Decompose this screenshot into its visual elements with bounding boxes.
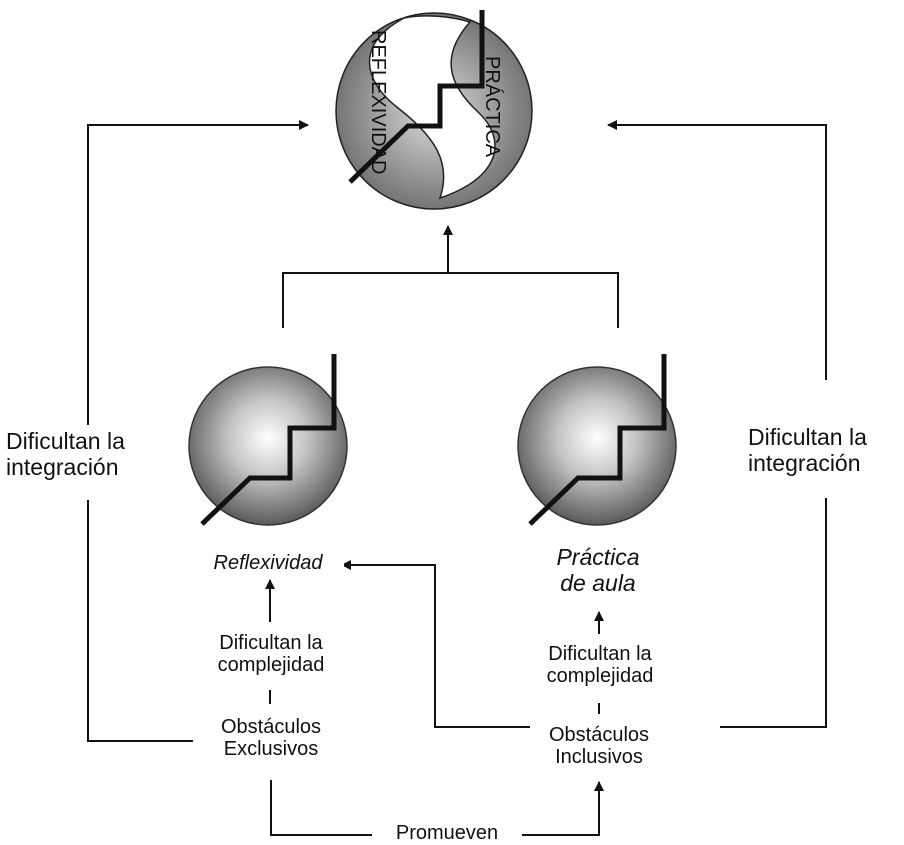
exclusivos-line-2: Exclusivos [223,738,319,761]
practica-sphere [517,354,677,526]
obstaculos-inclusivos: Obstáculos Inclusivos [530,724,668,769]
left-dificultan-complejidad: Dificultan la complejidad [201,632,341,677]
spheres-join-line [282,272,619,328]
inclusivos-to-reflexividad-line [341,560,534,728]
right-outer-line-lower [720,498,827,728]
practica-label: Práctica de aula [528,544,668,597]
right-dificultan-integracion: Dificultan la integración [748,424,904,477]
left-outer-line-lower [87,500,193,742]
reflexividad-label: Reflexividad [192,552,344,575]
promueven-line-left [270,780,372,836]
right-outer-line-upper [607,120,827,380]
reflexividad-sphere [188,354,348,526]
right-integracion-line-2: integración [748,449,861,476]
connectors [87,120,827,836]
obstaculos-exclusivos: Obstáculos Exclusivos [198,716,344,761]
promueven-label: Promueven [374,822,520,845]
promueven-line-right [522,781,604,836]
right-integracion-line-1: Dificultan la [748,424,867,450]
inclusivos-line-1: Obstáculos [548,724,650,746]
practica-line-1: Práctica [556,544,640,570]
top-symbol: REFLEXIVIDAD PRÁCTICA [335,10,533,210]
left-complejidad-line-1: Dificultan la [219,632,323,654]
reflexividad-staircase [200,354,337,526]
left-integracion-line-1: Dificultan la [6,428,125,454]
top-staircase [348,10,485,184]
practica-line-2: de aula [560,569,636,596]
inclusivos-line-2: Inclusivos [555,746,643,769]
exclusivos-line-1: Obstáculos [220,716,322,738]
left-dificultan-integracion: Dificultan la integración [6,428,168,481]
right-complejidad-line-2: complejidad [546,665,654,688]
right-complejidad-line-1: Dificultan la [548,643,652,665]
practica-staircase [528,354,667,526]
left-integracion-line-2: integración [6,453,119,480]
right-dificultan-complejidad: Dificultan la complejidad [530,643,670,688]
practica-vertical-word: PRÁCTICA [481,56,504,158]
left-complejidad-line-2: complejidad [217,654,325,677]
left-outer-line-upper [87,120,309,425]
reflexividad-vertical-word: REFLEXIVIDAD [367,30,389,174]
